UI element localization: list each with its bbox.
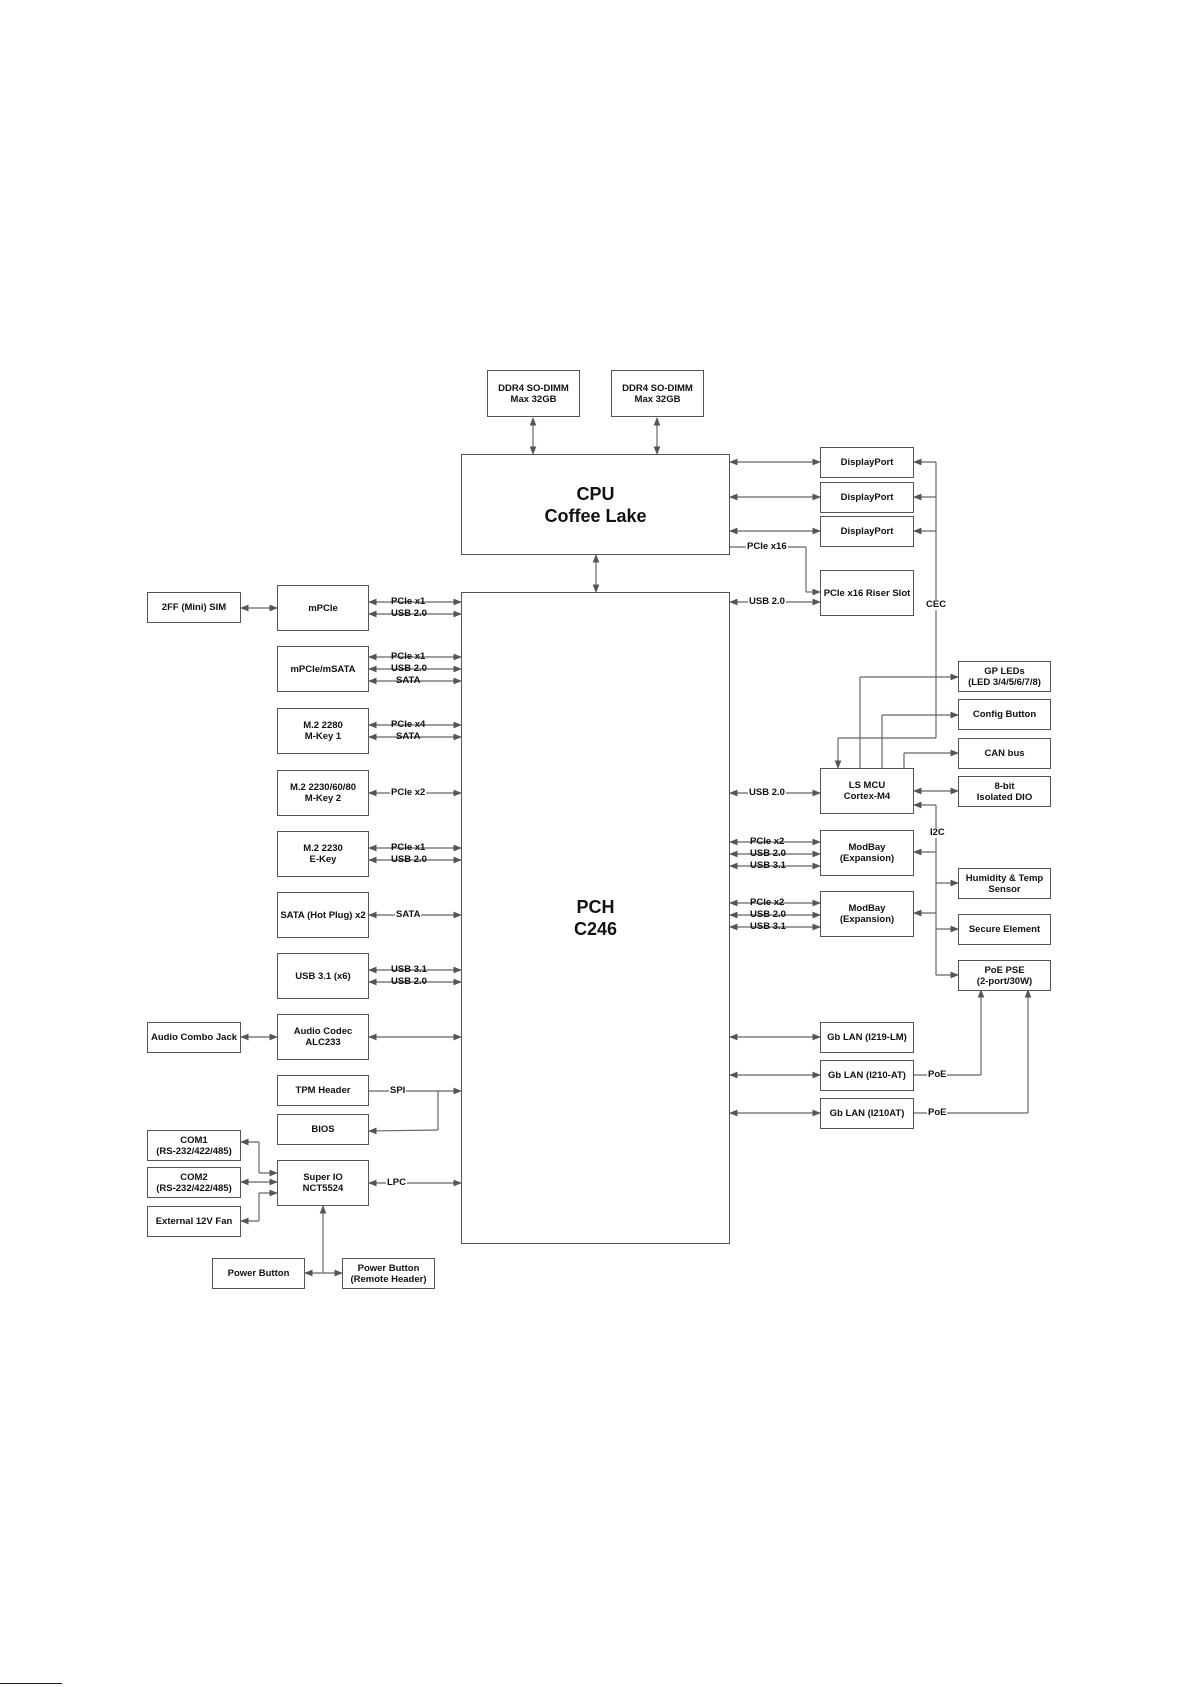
com1-port: COM1(RS-232/422/485) (147, 1130, 241, 1161)
label-sata-msata: SATA (396, 675, 421, 686)
audio-combo-jack: Audio Combo Jack (147, 1022, 241, 1053)
label-pcie-x1-mpcie: PCIe x1 (391, 596, 426, 607)
label-sata-m2: SATA (396, 731, 421, 742)
gb-lan-i210at: Gb LAN (I210AT) (820, 1098, 914, 1129)
label-pcie-x1-ekey: PCIe x1 (391, 842, 426, 853)
label-cec: CEC (925, 599, 948, 610)
pcie-x16-riser-slot: PCIe x16 Riser Slot (820, 570, 914, 616)
can-bus: CAN bus (958, 738, 1051, 769)
sata-hot-plug: SATA (Hot Plug) x2 (277, 892, 369, 938)
label-usb31-mb2: USB 3.1 (750, 921, 786, 932)
label-usb20-mb2: USB 2.0 (750, 909, 786, 920)
tpm-header: TPM Header (277, 1075, 369, 1106)
label-sata-hotplug: SATA (395, 909, 422, 920)
poe-pse: PoE PSE(2-port/30W) (958, 960, 1051, 991)
com2-port: COM2(RS-232/422/485) (147, 1167, 241, 1198)
label-pcie-x16: PCIe x16 (746, 541, 788, 552)
label-pcie-x2-mb1: PCIe x2 (750, 836, 785, 847)
label-pcie-x1-msata: PCIe x1 (391, 651, 426, 662)
gp-leds: GP LEDs(LED 3/4/5/6/7/8) (958, 661, 1051, 692)
config-button: Config Button (958, 699, 1051, 730)
label-poe-2: PoE (927, 1107, 948, 1118)
label-usb20-mb1: USB 2.0 (750, 848, 786, 859)
displayport-2: DisplayPort (820, 482, 914, 513)
secure-element: Secure Element (958, 914, 1051, 945)
label-usb20-riser: USB 2.0 (748, 596, 786, 607)
label-usb20-msata: USB 2.0 (391, 663, 427, 674)
label-usb20-ekey: USB 2.0 (391, 854, 427, 865)
mpcie-slot: mPCIe (277, 585, 369, 631)
label-poe-1: PoE (927, 1069, 948, 1080)
power-button-remote: Power Button(Remote Header) (342, 1258, 435, 1289)
label-usb20-ports: USB 2.0 (391, 976, 427, 987)
label-usb31-mb1: USB 3.1 (750, 860, 786, 871)
external-fan: External 12V Fan (147, 1206, 241, 1237)
label-spi: SPI (389, 1085, 407, 1096)
usb31-ports: USB 3.1 (x6) (277, 953, 369, 999)
modbay-1: ModBay(Expansion) (820, 830, 914, 876)
label-pcie-x4: PCIe x4 (391, 719, 426, 730)
power-button: Power Button (212, 1258, 305, 1289)
bios: BIOS (277, 1114, 369, 1145)
mpcie-msata-slot: mPCIe/mSATA (277, 646, 369, 692)
label-pcie-x2-mb2: PCIe x2 (750, 897, 785, 908)
label-usb31-ports: USB 3.1 (391, 964, 427, 975)
label-lpc: LPC (386, 1177, 407, 1188)
displayport-1: DisplayPort (820, 447, 914, 478)
label-usb20-mpcie: USB 2.0 (391, 608, 427, 619)
label-usb20-mcu: USB 2.0 (748, 787, 786, 798)
gb-lan-i219-lm: Gb LAN (I219-LM) (820, 1022, 914, 1053)
modbay-2: ModBay(Expansion) (820, 891, 914, 937)
displayport-3: DisplayPort (820, 516, 914, 547)
footer-rule (0, 1683, 62, 1684)
mini-sim: 2FF (Mini) SIM (147, 592, 241, 623)
label-i2c: I2C (929, 827, 946, 838)
gb-lan-i210-at: Gb LAN (I210-AT) (820, 1060, 914, 1091)
label-pcie-x2-m2: PCIe x2 (390, 787, 427, 798)
